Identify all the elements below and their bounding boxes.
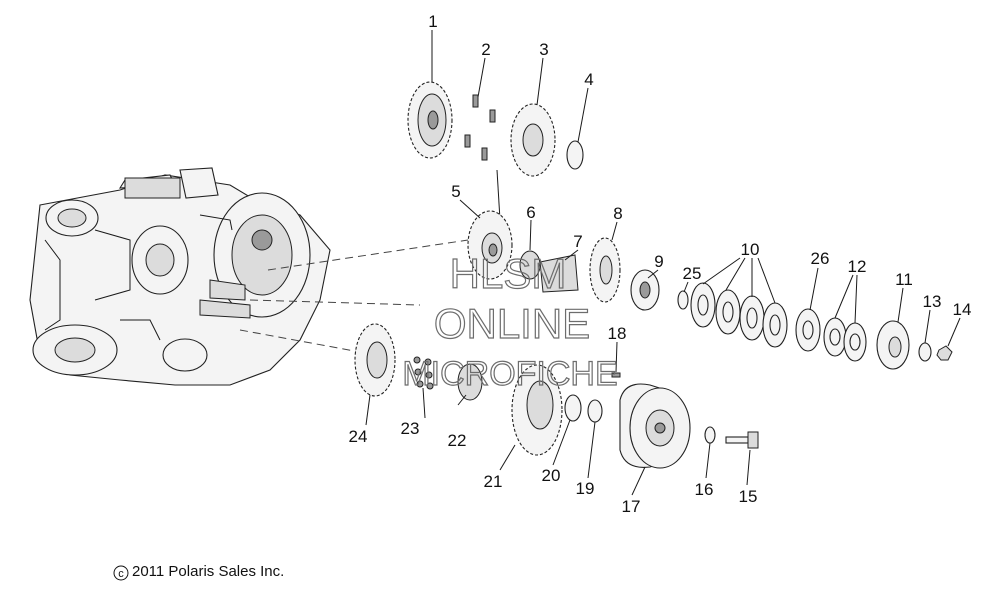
part-5-gear [467, 210, 513, 280]
callout-12: 12 [848, 257, 867, 276]
callout-23: 23 [401, 419, 420, 438]
part-19-washer [587, 399, 603, 423]
callout-14: 14 [953, 300, 972, 319]
part-9-hub [630, 269, 660, 311]
callout-3: 3 [539, 40, 548, 59]
copyright-symbol-letter: c [118, 568, 124, 580]
watermark: HLSM ONLINE MICROFICHE [402, 249, 619, 393]
callout-15: 15 [739, 487, 758, 506]
callout-25: 25 [683, 264, 702, 283]
callout-labels: 1 2 3 4 5 6 7 8 9 25 10 26 12 11 13 14 1… [349, 12, 972, 516]
callout-1: 1 [428, 12, 437, 31]
callout-2: 2 [481, 40, 490, 59]
copyright-label: 2011 Polaris Sales Inc. [132, 563, 285, 580]
callout-5: 5 [451, 182, 460, 201]
alignment-lines [239, 169, 501, 353]
part-22-bearing [457, 363, 483, 401]
leader-lines [365, 30, 961, 496]
part-8-gear [589, 237, 621, 303]
copyright-symbol: c [113, 565, 129, 581]
part-17-drum [619, 383, 691, 469]
watermark-line-3: MICROFICHE [402, 355, 617, 393]
part-2-pins [464, 94, 496, 161]
watermark-line-1: HLSM [450, 250, 567, 297]
callout-13: 13 [923, 292, 942, 311]
callout-18: 18 [608, 324, 627, 343]
callout-24: 24 [349, 427, 368, 446]
part-7-shaft [539, 254, 579, 293]
callout-21: 21 [484, 472, 503, 491]
part-26-plate [795, 308, 821, 352]
callout-20: 20 [542, 466, 561, 485]
part-14-nut [936, 345, 953, 361]
copyright-text: 2011 Polaris Sales Inc. [112, 563, 284, 580]
callout-11: 11 [895, 270, 913, 289]
callout-4: 4 [584, 70, 593, 89]
part-23-bolts [413, 356, 434, 390]
part-11-pressure-plate [876, 320, 910, 370]
part-4-snap-ring [566, 140, 584, 170]
part-10-clutch-discs [690, 282, 788, 348]
part-21-gear [511, 364, 563, 456]
engine-block [29, 167, 331, 386]
callout-9: 9 [654, 252, 663, 271]
callout-17: 17 [622, 497, 641, 516]
callout-6: 6 [526, 203, 535, 222]
callout-26: 26 [811, 249, 830, 268]
part-25-washer [677, 290, 689, 310]
callout-10: 10 [741, 240, 760, 259]
callout-22: 22 [448, 431, 467, 450]
part-16-washer [704, 426, 716, 444]
callout-19: 19 [576, 479, 595, 498]
callout-7: 7 [573, 232, 582, 251]
callout-16: 16 [695, 480, 714, 499]
part-18-pin [611, 372, 621, 378]
part-13-washer [918, 342, 932, 362]
part-24-gear [354, 323, 396, 397]
watermark-line-2: ONLINE [434, 300, 590, 347]
part-20-washer [564, 394, 582, 422]
part-1-gear [407, 81, 453, 159]
part-3-gear [510, 103, 556, 177]
part-12-plates [823, 317, 867, 362]
part-15-bolt [725, 431, 759, 449]
callout-8: 8 [613, 204, 622, 223]
